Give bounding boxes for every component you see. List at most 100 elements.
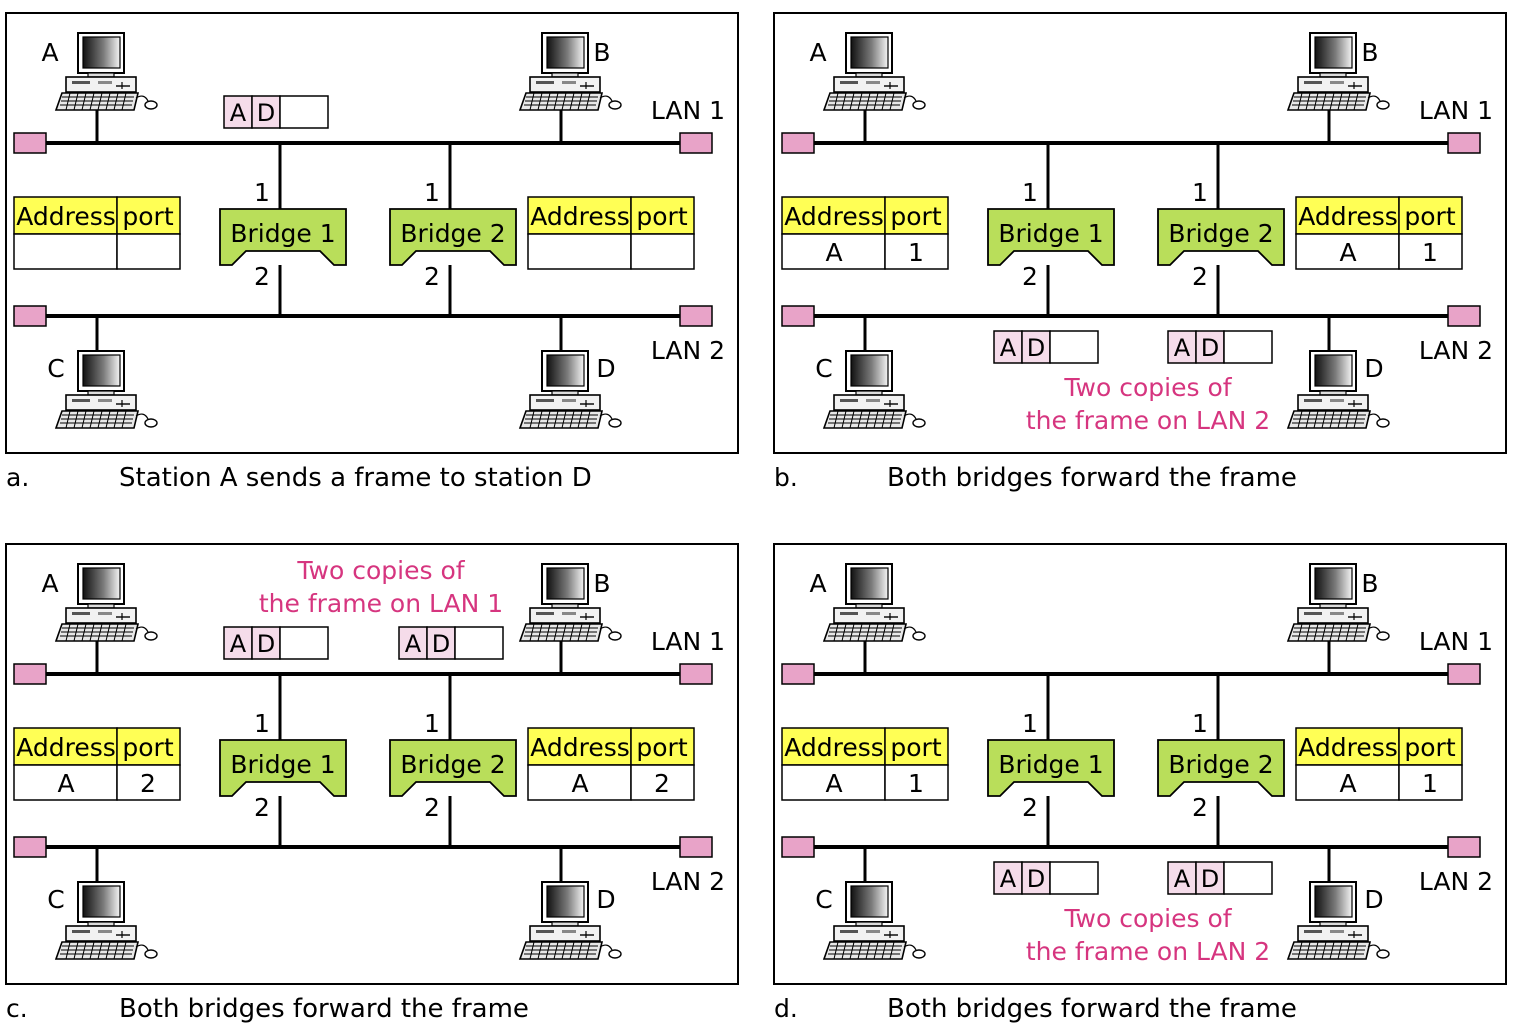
table-header-port-cell bbox=[116, 727, 181, 766]
bridge-1: Bridge 112 bbox=[219, 143, 347, 316]
note-line2: the frame on LAN 1 bbox=[259, 589, 503, 618]
note-line2: the frame on LAN 2 bbox=[1026, 406, 1270, 435]
lan2-label: LAN 2 bbox=[1419, 867, 1493, 896]
lan1-left-terminator bbox=[781, 132, 815, 154]
bridge-port-bottom: 2 bbox=[1022, 262, 1038, 291]
table-port-value: 1 bbox=[908, 238, 924, 267]
table-port-cell bbox=[116, 233, 181, 270]
bridge-1: Bridge 1 1 2 bbox=[219, 674, 347, 847]
table-address-cell bbox=[527, 233, 632, 270]
bridge-port-top: 1 bbox=[254, 709, 270, 738]
table-port-cell bbox=[884, 233, 949, 270]
frame-src: A bbox=[405, 630, 422, 658]
frame-dst: D bbox=[432, 630, 450, 658]
table-header-address: Address bbox=[530, 202, 630, 231]
table-header-port-cell bbox=[1398, 727, 1463, 766]
station-label: B bbox=[593, 38, 610, 67]
table-port-cell bbox=[116, 764, 181, 801]
bridge-2: Bridge 212 bbox=[1157, 674, 1285, 847]
bridge-label: Bridge 1 bbox=[230, 219, 335, 248]
lan2-left-terminator bbox=[781, 305, 815, 327]
table-header-address: Address bbox=[1298, 202, 1398, 231]
lan1-left-terminator bbox=[13, 663, 47, 685]
frame-dst: D bbox=[1027, 865, 1045, 893]
bridge-2: Bridge 212 bbox=[389, 674, 517, 847]
bridge-label: Bridge 1 bbox=[998, 750, 1103, 779]
frame-src-cell bbox=[223, 95, 253, 129]
table-address-value: A bbox=[1339, 238, 1356, 267]
table-port-cell bbox=[884, 764, 949, 801]
frame-dst-cell bbox=[1021, 330, 1051, 364]
frame-payload-cell bbox=[279, 626, 329, 660]
station-label: B bbox=[593, 569, 610, 598]
lan2-left-terminator bbox=[781, 836, 815, 858]
bridge-box bbox=[389, 739, 517, 797]
frame-dst: D bbox=[257, 630, 275, 658]
table-header-address-cell bbox=[781, 727, 886, 766]
table-header-address: Address bbox=[784, 202, 884, 231]
table-address-cell bbox=[13, 233, 118, 270]
bridge-port-top: 1 bbox=[424, 178, 440, 207]
bridge-box bbox=[987, 739, 1115, 797]
frame-src-cell bbox=[398, 626, 428, 660]
station-label: A bbox=[809, 569, 826, 598]
table-header-port-cell bbox=[884, 196, 949, 235]
bridge-port-bottom: 2 bbox=[254, 793, 270, 822]
frame-src-cell bbox=[993, 330, 1023, 364]
station-label: A bbox=[41, 569, 58, 598]
bridge-1: Bridge 112 bbox=[987, 143, 1115, 316]
bridge-label: Bridge 2 bbox=[400, 219, 505, 248]
station-label: A bbox=[809, 38, 826, 67]
lan1-left-terminator bbox=[13, 132, 47, 154]
bridge-port-top: 1 bbox=[424, 709, 440, 738]
panel-letter: a. bbox=[6, 463, 29, 492]
bridge-2: Bridge 2 1 2 bbox=[389, 143, 517, 316]
lan2-left-terminator bbox=[13, 305, 47, 327]
frame-src: A bbox=[230, 630, 247, 658]
table-header-address: Address bbox=[16, 733, 116, 762]
panel-caption: Both bridges forward the frame bbox=[887, 994, 1297, 1024]
bridge-port-bottom: 2 bbox=[1192, 262, 1208, 291]
bridge-port-bottom: 2 bbox=[254, 262, 270, 291]
frame-dst: D bbox=[1201, 865, 1219, 893]
table-header-address-cell bbox=[13, 727, 118, 766]
bridge-port-top: 1 bbox=[1022, 709, 1038, 738]
note-line1: Two copies of bbox=[1063, 373, 1232, 402]
station-label: D bbox=[1364, 354, 1383, 383]
station-label: C bbox=[815, 354, 832, 383]
table-header-port-cell bbox=[884, 727, 949, 766]
note-line1: Two copies of bbox=[1063, 904, 1232, 933]
bridge-box bbox=[389, 208, 517, 266]
bridge-port-bottom: 2 bbox=[1192, 793, 1208, 822]
bridge-1: Bridge 112 bbox=[987, 674, 1115, 847]
table-port-cell bbox=[1398, 764, 1463, 801]
panel-letter: d. bbox=[774, 994, 798, 1023]
bridge-box bbox=[1157, 739, 1285, 797]
bridge-port-bottom: 2 bbox=[424, 262, 440, 291]
panel-letter: c. bbox=[6, 994, 28, 1023]
bridge-port-top: 1 bbox=[1022, 178, 1038, 207]
lan1-right-terminator bbox=[679, 663, 713, 685]
table-header-port: port bbox=[122, 202, 173, 231]
table-address-value: A bbox=[57, 769, 74, 798]
table-header-port: port bbox=[1404, 202, 1455, 231]
panel-letter: b. bbox=[774, 463, 798, 492]
lan2-right-terminator bbox=[1447, 836, 1481, 858]
table-header-port: port bbox=[636, 202, 687, 231]
bridge-label: Bridge 1 bbox=[230, 750, 335, 779]
table-header-address-cell bbox=[1295, 196, 1400, 235]
panel-caption: Station A sends a frame to station D bbox=[119, 463, 592, 493]
lan2-label: LAN 2 bbox=[1419, 336, 1493, 365]
bridge-port-bottom: 2 bbox=[424, 793, 440, 822]
